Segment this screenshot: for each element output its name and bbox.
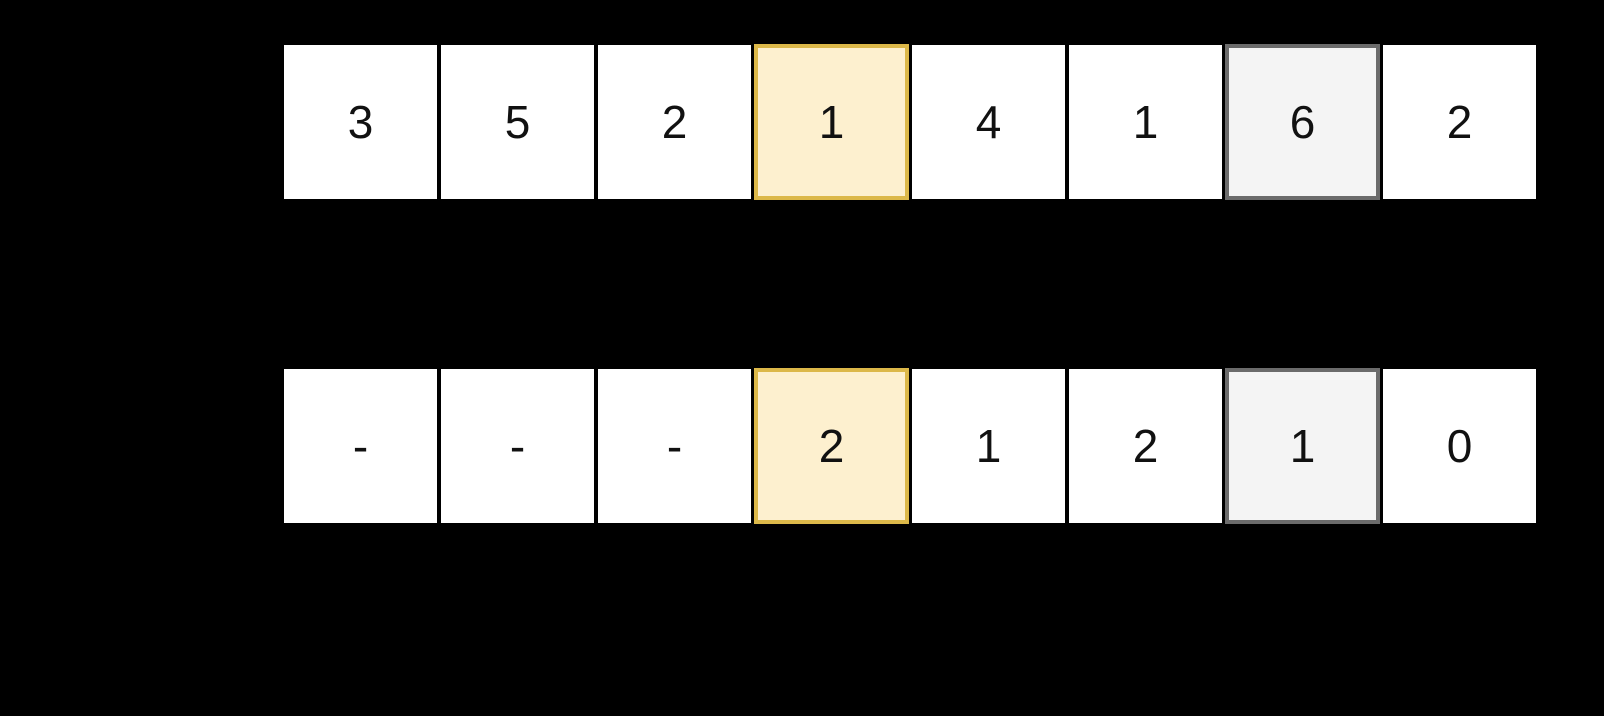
- cell-value: 4: [975, 96, 1002, 148]
- cell-value: 3: [347, 96, 374, 148]
- array-cell[interactable]: 3: [283, 44, 438, 200]
- array-cell[interactable]: 4: [911, 44, 1066, 200]
- cell-value: -: [352, 420, 369, 472]
- cell-value: 0: [1446, 420, 1473, 472]
- array-cell[interactable]: 2: [1382, 44, 1537, 200]
- cell-value: 5: [504, 96, 531, 148]
- array-cell-highlighted-gray[interactable]: 6: [1225, 44, 1380, 200]
- array-cell-highlighted-gray[interactable]: 1: [1225, 368, 1380, 524]
- cell-value: 1: [1132, 96, 1159, 148]
- cell-value: -: [509, 420, 526, 472]
- cell-value: 2: [1446, 96, 1473, 148]
- array-cell[interactable]: 2: [597, 44, 752, 200]
- array-cell[interactable]: 2: [1068, 368, 1223, 524]
- cell-value: 1: [975, 420, 1002, 472]
- array-cell[interactable]: -: [283, 368, 438, 524]
- array-cell-highlighted-amber[interactable]: 1: [754, 44, 909, 200]
- cell-value: -: [666, 420, 683, 472]
- array-row-top: 3 5 2 1 4 1 6 2: [283, 44, 1537, 200]
- array-cell[interactable]: -: [440, 368, 595, 524]
- array-cell[interactable]: 0: [1382, 368, 1537, 524]
- array-cell[interactable]: 1: [1068, 44, 1223, 200]
- array-cell[interactable]: -: [597, 368, 752, 524]
- array-cell-highlighted-amber[interactable]: 2: [754, 368, 909, 524]
- cell-value: 2: [1132, 420, 1159, 472]
- array-cell[interactable]: 5: [440, 44, 595, 200]
- cell-value: 6: [1289, 96, 1316, 148]
- cell-value: 2: [818, 420, 845, 472]
- cell-value: 2: [661, 96, 688, 148]
- cell-value: 1: [818, 96, 845, 148]
- array-cell[interactable]: 1: [911, 368, 1066, 524]
- array-row-bottom: - - - 2 1 2 1 0: [283, 368, 1537, 524]
- cell-value: 1: [1289, 420, 1316, 472]
